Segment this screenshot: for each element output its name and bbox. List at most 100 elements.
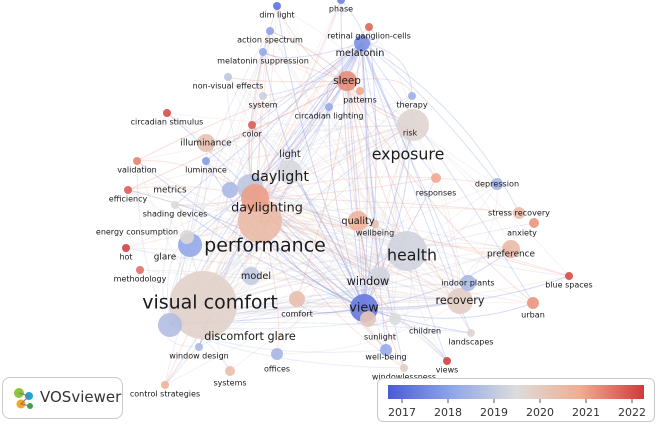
term-label[interactable]: wellbeing [356, 229, 394, 238]
term-label[interactable]: patterns [343, 96, 377, 105]
term-node[interactable] [380, 344, 392, 356]
term-node[interactable] [467, 329, 475, 337]
term-label[interactable]: retinal ganglion-cells [327, 32, 411, 41]
term-node[interactable] [325, 103, 333, 111]
term-node[interactable] [122, 244, 130, 252]
term-label[interactable]: risk [403, 129, 418, 138]
term-label[interactable]: melatonin suppression [217, 56, 309, 66]
term-node[interactable] [354, 35, 370, 51]
term-node[interactable] [527, 297, 539, 309]
term-label[interactable]: quality [341, 216, 374, 227]
term-label[interactable]: sleep [333, 75, 361, 87]
term-label[interactable]: circadian lighting [295, 112, 364, 121]
term-node[interactable] [370, 267, 390, 287]
term-label[interactable]: stress recovery [488, 208, 550, 218]
term-label[interactable]: landscapes [449, 338, 494, 347]
term-label[interactable]: luminance [185, 166, 227, 175]
term-label[interactable]: view [349, 301, 378, 316]
term-node[interactable] [406, 120, 414, 128]
term-label[interactable]: window [347, 275, 389, 288]
term-node[interactable] [371, 220, 379, 228]
term-label[interactable]: glare [154, 253, 176, 263]
term-node[interactable] [242, 267, 260, 285]
term-label[interactable]: windowlessness [372, 373, 436, 382]
term-label[interactable]: hot [119, 253, 132, 262]
term-node[interactable] [289, 291, 305, 307]
term-node[interactable] [161, 381, 169, 389]
term-node[interactable] [124, 186, 132, 194]
term-label[interactable]: depression [475, 179, 519, 189]
term-label[interactable]: efficiency [109, 195, 148, 204]
term-node[interactable] [491, 178, 503, 190]
term-node[interactable] [408, 92, 416, 100]
term-label[interactable]: health [387, 246, 437, 265]
term-label[interactable]: circadian stimulus [131, 118, 204, 127]
term-node[interactable] [447, 288, 473, 314]
term-node[interactable] [271, 348, 283, 360]
term-node[interactable] [565, 272, 573, 280]
term-label[interactable]: visual comfort [142, 292, 278, 314]
term-node[interactable] [360, 311, 376, 327]
term-node[interactable] [443, 357, 451, 365]
term-node[interactable] [224, 73, 232, 81]
term-node[interactable] [241, 184, 269, 212]
term-node[interactable] [259, 48, 267, 56]
term-label[interactable]: model [241, 271, 271, 282]
term-node[interactable] [529, 218, 539, 228]
term-node[interactable] [389, 313, 401, 325]
term-node[interactable] [348, 211, 368, 231]
term-node[interactable] [278, 160, 302, 184]
term-node[interactable] [460, 275, 476, 291]
term-node[interactable] [259, 92, 267, 100]
term-node[interactable] [158, 313, 182, 337]
term-label[interactable]: validation [117, 166, 156, 175]
term-node[interactable] [136, 266, 144, 274]
term-node[interactable] [197, 134, 215, 152]
term-label[interactable]: performance [204, 235, 326, 257]
term-label[interactable]: well-being [365, 353, 406, 362]
term-label[interactable]: indoor plants [441, 278, 494, 288]
term-label[interactable]: daylight [251, 169, 309, 185]
term-label[interactable]: light [279, 149, 301, 160]
term-label[interactable]: shading devices [143, 210, 208, 219]
term-node[interactable] [169, 271, 237, 339]
term-node[interactable] [163, 109, 171, 117]
term-label[interactable]: action spectrum [237, 35, 303, 45]
term-label[interactable]: energy consumption [96, 228, 178, 237]
term-node[interactable] [365, 23, 373, 31]
term-label[interactable]: illuminance [180, 139, 231, 149]
term-label[interactable]: color [242, 130, 262, 139]
term-label[interactable]: responses [416, 189, 457, 198]
term-node[interactable] [337, 0, 345, 4]
term-node[interactable] [248, 121, 256, 129]
term-label[interactable]: anxiety [507, 229, 537, 238]
term-label[interactable]: methodology [114, 275, 167, 284]
term-label[interactable]: therapy [396, 101, 427, 110]
term-node[interactable] [202, 157, 210, 165]
term-node[interactable] [400, 364, 408, 372]
term-label[interactable]: urban [521, 310, 545, 320]
term-node[interactable] [387, 231, 427, 271]
term-label[interactable]: control strategies [130, 390, 200, 399]
term-label[interactable]: window design [169, 352, 228, 361]
term-label[interactable]: views [436, 366, 459, 375]
term-node[interactable] [171, 201, 179, 209]
term-label[interactable]: sunlight [364, 333, 396, 342]
term-label[interactable]: exposure [372, 145, 445, 164]
term-node[interactable] [513, 207, 525, 219]
term-node[interactable] [222, 182, 238, 198]
term-node[interactable] [431, 173, 441, 183]
term-label[interactable]: non-visual effects [193, 82, 264, 91]
term-node[interactable] [502, 240, 520, 258]
term-node[interactable] [356, 87, 364, 95]
term-node[interactable] [266, 27, 274, 35]
term-node[interactable] [225, 366, 235, 376]
term-label[interactable]: melatonin [336, 48, 385, 59]
term-label[interactable]: daylighting [231, 201, 303, 216]
term-label[interactable]: dim light [259, 11, 294, 20]
term-node[interactable] [337, 71, 357, 91]
term-node[interactable] [273, 2, 281, 10]
term-node[interactable] [133, 157, 141, 165]
term-node[interactable] [180, 230, 194, 244]
